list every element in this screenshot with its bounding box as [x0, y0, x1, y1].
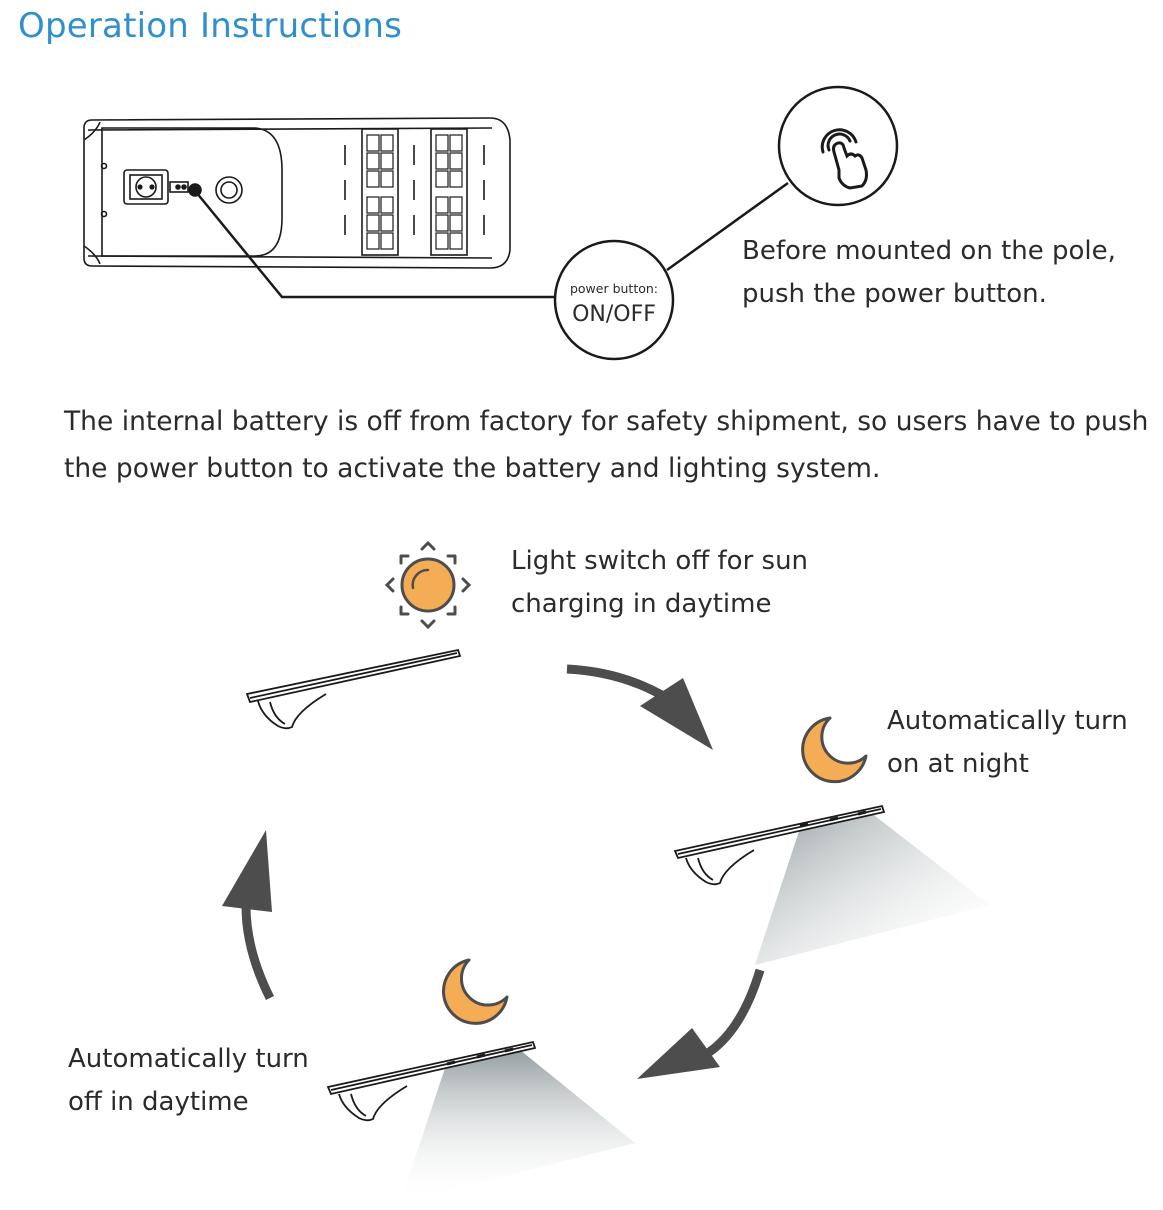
street-lamp-on: [673, 804, 886, 886]
power-button-state: ON/OFF: [572, 302, 656, 327]
power-button-leader-line: [195, 191, 557, 299]
caption-line: on at night: [887, 749, 1029, 779]
cycle-arrow: [637, 968, 765, 1079]
intro-paragraph: The internal battery is off from factory…: [64, 398, 1148, 492]
street-lamp-on: [326, 1040, 537, 1122]
cycle-arrow: [222, 830, 275, 1001]
caption-line: Automatically turn: [887, 706, 1128, 736]
street-lamp-off: [245, 648, 462, 730]
moon-icon: [801, 716, 868, 784]
power-button-callout: [553, 239, 675, 361]
lamp-top-view: [83, 117, 511, 269]
before-mount-note: Before mounted on the pole, push the pow…: [742, 230, 1116, 316]
before-mount-note-line1: Before mounted on the pole,: [742, 236, 1116, 266]
light-beam: [400, 1050, 635, 1203]
sun-icon: [384, 540, 472, 630]
page-title: Operation Instructions: [18, 6, 403, 46]
caption-daytime-charging: Light switch off for sun charging in day…: [511, 540, 808, 626]
caption-line: Light switch off for sun: [511, 546, 809, 576]
caption-line: charging in daytime: [511, 589, 772, 619]
caption-line: Automatically turn: [68, 1044, 309, 1074]
intro-line1: The internal battery is off from factory…: [64, 406, 1149, 437]
callout-connector-line: [666, 181, 789, 272]
press-finger-icon: [777, 85, 899, 207]
cycle-arrow: [566, 664, 713, 750]
moon-icon: [442, 958, 509, 1025]
caption-daytime-off: Automatically turn off in daytime: [68, 1038, 309, 1124]
power-button-label: power button:: [570, 281, 658, 296]
light-beam: [755, 812, 990, 965]
intro-line2: the power button to activate the battery…: [64, 453, 881, 484]
caption-line: off in daytime: [68, 1087, 249, 1117]
caption-night-on: Automatically turn on at night: [887, 700, 1128, 786]
before-mount-note-line2: push the power button.: [742, 279, 1047, 309]
